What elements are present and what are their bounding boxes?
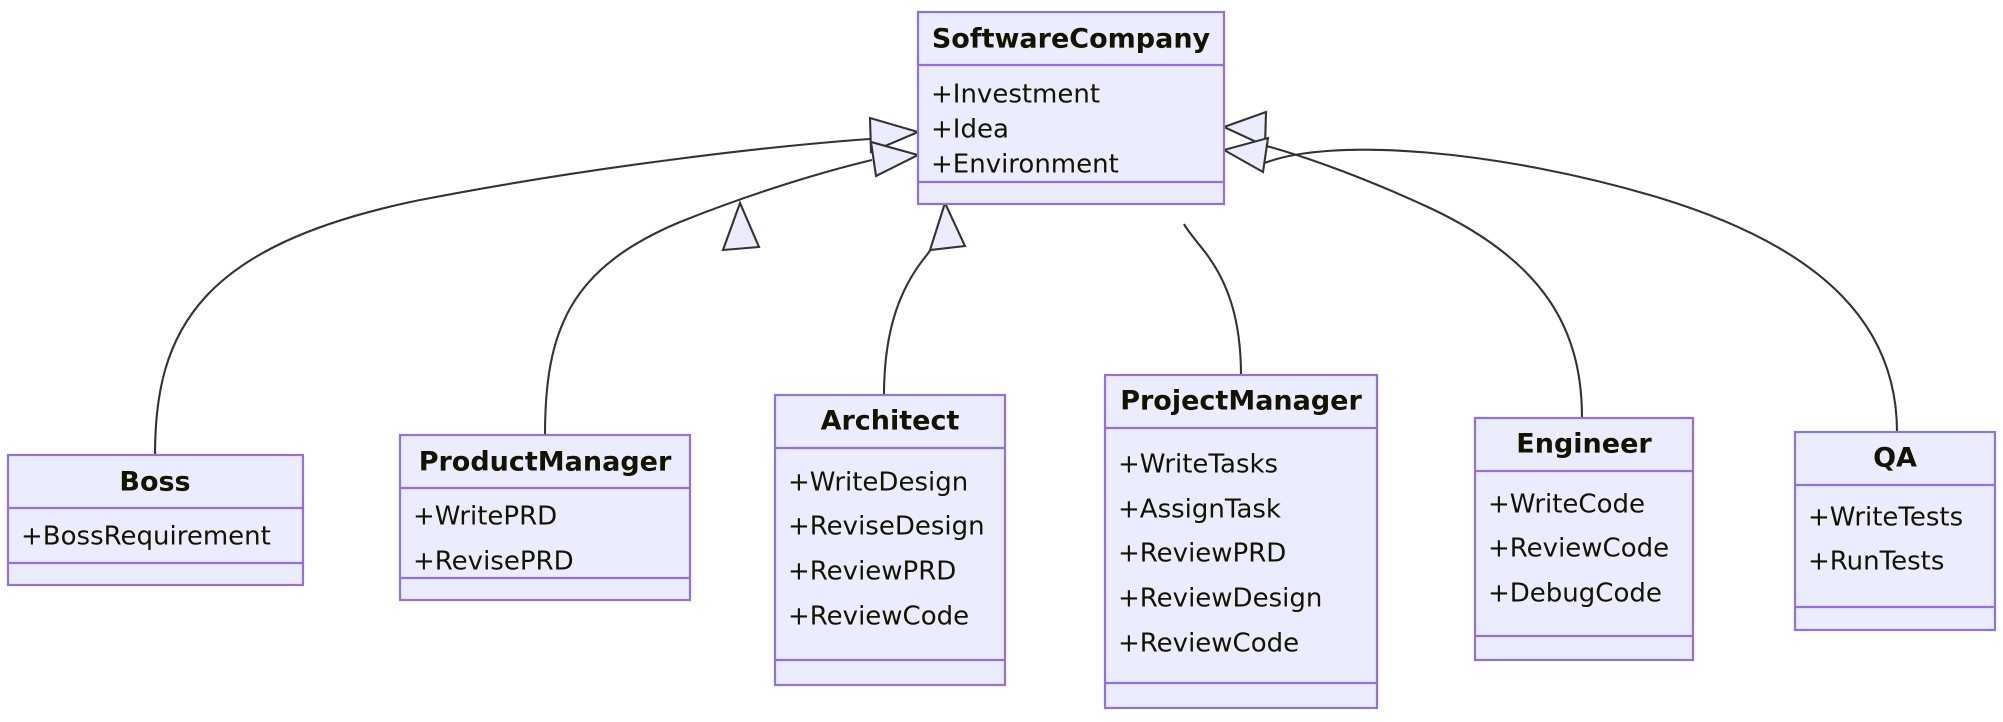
class-attribute: +WriteTasks bbox=[1118, 450, 1278, 480]
class-box-engineer[interactable] bbox=[1473, 416, 1695, 662]
arrowhead-generalization-architect bbox=[721, 200, 761, 252]
class-box-architect[interactable] bbox=[773, 393, 1007, 687]
class-title-engineer: Engineer bbox=[1516, 429, 1652, 460]
class-title-architect: Architect bbox=[821, 406, 960, 437]
class-attribute: +ReviewPRD bbox=[1118, 539, 1286, 569]
class-box-project-manager[interactable] bbox=[1103, 373, 1379, 710]
class-attribute: +Environment bbox=[931, 150, 1119, 180]
class-node-architect[interactable]: Architect +WriteDesign +ReviseDesign +Re… bbox=[773, 393, 1007, 687]
class-node-qa[interactable]: QA +WriteTests +RunTests bbox=[1793, 430, 1997, 632]
class-title-project-manager: ProjectManager bbox=[1120, 386, 1362, 417]
class-attribute: +BossRequirement bbox=[21, 522, 271, 552]
arrowheads-layer bbox=[721, 110, 1270, 252]
class-attribute: +ReviseDesign bbox=[788, 512, 985, 542]
class-box-product-manager[interactable] bbox=[398, 433, 692, 602]
class-attribute: +ReviewDesign bbox=[1118, 584, 1322, 614]
class-attribute: +Investment bbox=[931, 80, 1100, 110]
class-attribute: +WriteCode bbox=[1488, 490, 1645, 520]
class-attribute: +ReviewPRD bbox=[788, 557, 956, 587]
arrowhead-generalization-engineer bbox=[1221, 110, 1268, 148]
class-title-product-manager: ProductManager bbox=[419, 447, 672, 478]
class-attribute: +WriteTests bbox=[1808, 503, 1963, 533]
class-box-qa[interactable] bbox=[1793, 430, 1997, 632]
class-attribute: +RevisePRD bbox=[413, 547, 574, 577]
class-attribute: +WriteDesign bbox=[788, 468, 968, 498]
class-node-product-manager[interactable]: ProductManager +WritePRD +RevisePRD bbox=[398, 433, 692, 602]
arrowhead-generalization-qa bbox=[1221, 136, 1270, 174]
class-node-project-manager[interactable]: ProjectManager +WriteTasks +AssignTask +… bbox=[1103, 373, 1379, 710]
class-node-engineer[interactable]: Engineer +WriteCode +ReviewCode +DebugCo… bbox=[1473, 416, 1695, 662]
edge-projectmanager-to-softwarecompany bbox=[1183, 223, 1243, 376]
class-attribute: +ReviewCode bbox=[788, 602, 969, 632]
arrowhead-generalization-projectmanager bbox=[928, 200, 967, 252]
class-title-qa: QA bbox=[1873, 443, 1917, 474]
class-attribute: +RunTests bbox=[1808, 547, 1944, 577]
class-attribute: +AssignTask bbox=[1118, 495, 1281, 525]
class-node-software-company[interactable]: SoftwareCompany +Investment +Idea +Envir… bbox=[916, 10, 1226, 206]
class-attribute: +ReviewCode bbox=[1488, 534, 1669, 564]
class-attribute: +DebugCode bbox=[1488, 579, 1662, 609]
class-title-software-company: SoftwareCompany bbox=[932, 24, 1211, 55]
edge-productmanager-to-softwarecompany bbox=[543, 158, 873, 436]
class-node-boss[interactable]: Boss +BossRequirement bbox=[6, 453, 305, 587]
edge-qa-to-softwarecompany bbox=[1261, 148, 1899, 433]
edge-engineer-to-softwarecompany bbox=[1258, 142, 1584, 419]
class-title-boss: Boss bbox=[119, 467, 190, 498]
class-attribute: +Idea bbox=[931, 115, 1009, 145]
arrowhead-generalization-productmanager bbox=[869, 140, 921, 178]
edge-boss-to-softwarecompany bbox=[153, 137, 871, 456]
class-box-software-company[interactable] bbox=[916, 10, 1226, 206]
edges-layer bbox=[153, 137, 1899, 456]
class-attribute: +WritePRD bbox=[413, 502, 557, 532]
class-attribute: +ReviewCode bbox=[1118, 629, 1299, 659]
arrowhead-generalization-boss bbox=[868, 116, 922, 154]
